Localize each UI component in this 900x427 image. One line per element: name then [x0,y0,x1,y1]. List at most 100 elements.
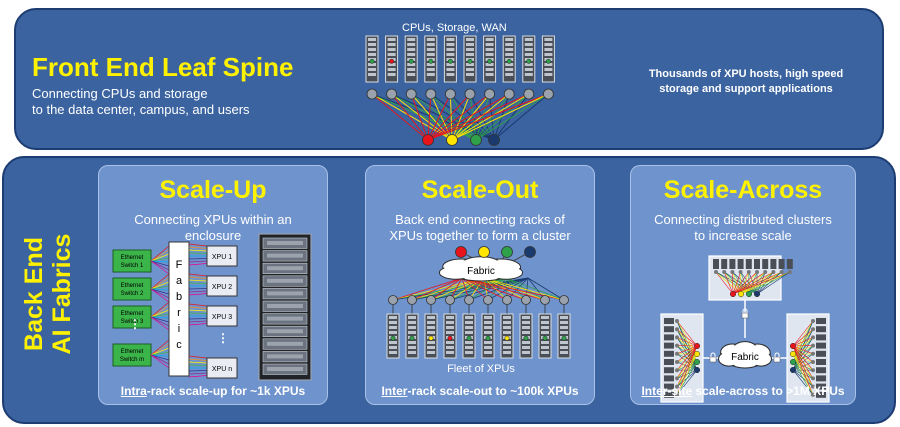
server-drive-slot [446,63,455,66]
scale-out-rack [500,313,514,359]
server-drive-slot [560,331,568,334]
cluster-spine [737,290,745,298]
server-drive-slot [389,326,397,329]
leaf-cloud-link [461,277,489,301]
cluster-server [664,359,674,365]
leaf-spine-link [391,93,429,141]
cluster-link [792,345,814,395]
rack-unit-bay [267,253,303,258]
server-drive-slot [484,341,492,344]
scale-up-wire [188,323,208,326]
cluster-link [676,320,698,347]
server-status-led [428,335,434,341]
server-drive-slot [426,68,435,71]
cluster-link [792,369,814,395]
xpu-label: XPU 3 [212,314,232,321]
cluster-server [754,259,760,269]
cluster-leaf [714,270,718,274]
scale-up-wire [150,316,170,319]
server-drive-slot [560,326,568,329]
leaf-cloud-link [505,277,565,301]
leaf-switch-node [445,295,455,305]
cluster-server [664,334,674,341]
leaf-switch-node [484,88,496,100]
front-end-title: Front End Leaf Spine [32,52,294,82]
server-drive-slot [407,43,416,46]
leaf-cloud-link [430,277,463,301]
scale-out-cloud-label: Fabric [467,266,495,277]
scale-up-wire [188,361,208,364]
cluster-leaf [746,270,751,274]
server-drive-slot [446,321,454,324]
leaf-switch-node [521,295,531,305]
server-drive-slot [407,63,416,66]
rack-unit-bay [267,304,303,308]
server-drive-slot [465,321,473,324]
server-drive-slot [485,73,494,76]
rack-unit-bay [267,341,303,346]
front-server [404,35,418,83]
server-drive-slot [503,321,511,324]
server-drive-slot [465,326,473,329]
leaf-cloud-link [487,277,529,301]
cluster-link [723,271,734,295]
cluster-link [732,271,750,295]
spine-switch-node [501,246,513,258]
lock-body [773,356,781,363]
server-drive-slot [426,63,435,66]
server-drive-slot [427,346,435,349]
scale-up-wire [188,303,208,307]
cluster-link [756,271,790,295]
cloud-fill [440,267,472,279]
cluster-link [676,337,698,347]
scale-up-wire [150,288,170,303]
cluster-leaf [675,335,679,340]
cluster-link [792,345,814,363]
scale-up-wire [150,354,170,357]
server-drive-slot [484,321,492,324]
leaf-spine-link [410,93,495,141]
leaf-switch-node [366,88,378,100]
scale-across-sub-2: to increase scale [694,228,792,243]
server-drive-slot [368,38,376,41]
ethernet-switch-label: Ethernet [121,283,144,289]
server-drive-slot [544,53,553,56]
cluster-spine [745,290,753,298]
server-drive-slot [524,53,533,56]
server-drive-slot [505,48,514,51]
server-drive-slot [524,68,533,71]
cluster-server [778,259,785,269]
cluster-server [664,375,674,382]
ellipsis-vertical: ⋮ [129,317,141,331]
cluster-server [664,391,674,398]
server-drive-slot [524,38,533,41]
leaf-switch-node [464,295,474,305]
cluster-leaf [755,270,759,274]
front-end-note-2: storage and support applications [659,83,833,95]
cluster-server [816,391,826,398]
scale-up-wire [188,364,208,366]
fabric-letter: a [176,275,183,287]
leaf-spine-link [493,93,510,141]
cluster-leaf [675,392,679,397]
lock-icon [709,352,717,363]
server-drive-slot [466,43,474,46]
cluster-server [816,367,826,374]
cluster-server [762,259,769,269]
server-drive-slot [484,331,492,334]
server-drive-slot [368,73,376,76]
server-drive-slot [426,53,435,56]
leaf-spine-link [469,93,495,141]
cluster-leaf [763,270,768,274]
scale-out-rack [519,313,533,359]
cluster-leaf [811,319,815,323]
server-drive-slot [485,53,494,56]
cloud-fill [751,352,771,365]
scale-up-wire [150,288,170,295]
server-drive-slot [466,38,474,41]
scale-across-diagram: Fabric [660,255,830,403]
scale-out-footer-u: Inter [381,384,408,398]
server-drive-slot [387,63,396,66]
spine-switch-node [524,246,536,258]
server-status-led [523,335,529,341]
